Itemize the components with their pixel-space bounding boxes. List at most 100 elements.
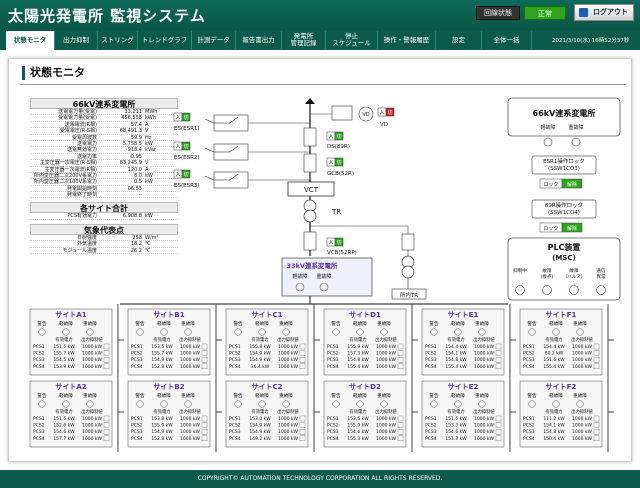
lock-esr1-release-button[interactable]: [561, 178, 583, 189]
vcb-switch: [303, 231, 317, 251]
site-10-pcs-limit: 1000 kW: [474, 416, 494, 422]
tab-8[interactable]: 操作・警報履歴: [378, 31, 436, 49]
vd-circle: [358, 106, 374, 122]
site-3-card[interactable]: [323, 308, 407, 376]
site-10-heavy-lamp: [478, 400, 486, 408]
site-6-card[interactable]: [29, 380, 113, 448]
site-11-pcs-indicator: [593, 415, 600, 422]
substation-info-label: 発電終了時刻: [66, 192, 97, 199]
site-9-pcs-power: 153.5 kW: [347, 416, 369, 422]
site-9-pcs-power: 155.9 kW: [347, 423, 369, 429]
site-7-pcs-name: PCS3: [131, 429, 143, 435]
lock-89r-release-button[interactable]: [561, 222, 583, 233]
site-7-card[interactable]: [127, 380, 211, 448]
site-8-pcs-name: PCS2: [229, 423, 241, 429]
station-tr-coil-2: [401, 265, 415, 279]
site-8-pcs-name: PCS1: [229, 416, 241, 422]
site-0-card[interactable]: [29, 308, 113, 376]
bus-arrow: [305, 98, 315, 104]
site-10-card[interactable]: [421, 380, 505, 448]
substation-info-label: 送電電力量(受電): [58, 109, 97, 115]
tab-9[interactable]: 設定: [436, 31, 482, 49]
site-0-pcs-name: PCS2: [33, 351, 45, 357]
tab-7[interactable]: 停止 スケジュール: [326, 31, 378, 49]
site-5-col-limit: 出力抑制値: [571, 336, 593, 343]
site-1-card[interactable]: [127, 308, 211, 376]
logout-button[interactable]: ログアウト: [574, 4, 634, 21]
gcb-off-button[interactable]: [334, 157, 344, 167]
nav-tabs: [0, 30, 640, 50]
site-9-card[interactable]: [323, 380, 407, 448]
site-6-alarm-label: 警告: [37, 392, 47, 399]
site-7-col-limit: 出力抑制値: [179, 408, 201, 415]
ds-switch: [303, 127, 317, 147]
site-0-alarm-label: 警告: [37, 320, 47, 327]
site-11-card[interactable]: [519, 380, 603, 448]
substation-info-unit: V: [145, 128, 149, 135]
substation-info-label: 主変圧器一次電圧(R-S相): [39, 160, 97, 167]
site-2-pcs-indicator: [299, 363, 306, 369]
site-2-card[interactable]: [225, 308, 309, 376]
tab-1[interactable]: 出力抑制: [55, 31, 98, 49]
tab-4[interactable]: 計測データ: [192, 31, 236, 49]
es-2-off-button[interactable]: [181, 141, 191, 151]
site-3-pcs-indicator: [397, 363, 404, 369]
es-label: ES(ESR2): [174, 155, 200, 161]
substation-info-label: 受電電圧(R-S相): [59, 128, 97, 135]
site-3-pcs-power: 155.4 kW: [347, 364, 369, 370]
site-5-pcs-indicator: [593, 357, 600, 363]
site-5-alarm-lamp: [528, 328, 536, 336]
site-11-pcs-indicator: [593, 435, 600, 441]
plc-lamp: [542, 285, 552, 295]
site-8-card[interactable]: [225, 380, 309, 448]
site-6-pcs-indicator: [103, 422, 110, 428]
substation-info-label: 送電電力: [76, 140, 97, 147]
site-11-pcs-power: 111.2 kW: [543, 416, 565, 422]
es-1-off-label: 切: [183, 114, 188, 121]
tab-6[interactable]: 発電所 管理記録: [282, 31, 326, 49]
vcb-off-button[interactable]: [334, 237, 344, 247]
logout-icon: [579, 8, 588, 17]
tab-2[interactable]: ストリング: [98, 31, 138, 49]
site-6-pcs-limit: 1000 kW: [82, 436, 102, 442]
site-4-alarm-lamp: [430, 328, 438, 336]
site-7-light-label: 軽故障: [157, 392, 171, 399]
ds-off-button[interactable]: [334, 131, 344, 141]
site-8-alarm-label: 警告: [233, 392, 243, 399]
site-5-pcs-limit: 1000 kW: [572, 351, 592, 357]
plc-item-label: 通信: [596, 267, 606, 274]
ds-label: DS(89R): [327, 144, 350, 150]
es-3-off-button[interactable]: [181, 169, 191, 179]
substation-info-label: 送電電流(R相): [64, 121, 97, 128]
substation-info-unit: kW: [145, 179, 153, 186]
site-7-pcs-power: 155.9 kW: [151, 423, 173, 429]
es-1-off-button[interactable]: [181, 112, 191, 122]
tab-5[interactable]: 報告書出力: [236, 31, 282, 49]
substation-info-label: 送電無効電力: [66, 147, 97, 154]
site-4-card[interactable]: [421, 308, 505, 376]
site-11-pcs-indicator: [593, 429, 600, 435]
site-0-heavy-label: 重故障: [83, 320, 97, 327]
site-2-pcs-power: 154.9 kW: [249, 357, 271, 363]
vd-off-button[interactable]: [385, 107, 395, 117]
site-10-col-limit: 出力抑制値: [473, 408, 495, 415]
site-10-light-lamp: [454, 400, 462, 408]
tab-0[interactable]: 状態モニタ: [6, 31, 55, 50]
tab-10[interactable]: 全体一括: [482, 31, 532, 49]
es-2-on-label: 入: [175, 144, 180, 150]
site-1-pcs-name: PCS1: [131, 344, 143, 350]
site-10-alarm-label: 警告: [429, 392, 439, 399]
site-10-pcs-indicator: [495, 422, 502, 428]
site-5-heavy-label: 重故障: [573, 320, 587, 327]
site-5-card[interactable]: [519, 308, 603, 376]
site-1-pcs-limit: 1000 kW: [180, 351, 200, 357]
site-3-pcs-indicator: [397, 350, 404, 356]
substation-info-unit: kW: [145, 172, 153, 179]
site-9-pcs-limit: 1000 kW: [376, 429, 396, 435]
tab-3[interactable]: トレンドグラフ: [138, 31, 192, 49]
site-1-pcs-power: 154.9 kW: [151, 357, 173, 363]
site-0-pcs-limit: 1000 kW: [82, 351, 102, 357]
